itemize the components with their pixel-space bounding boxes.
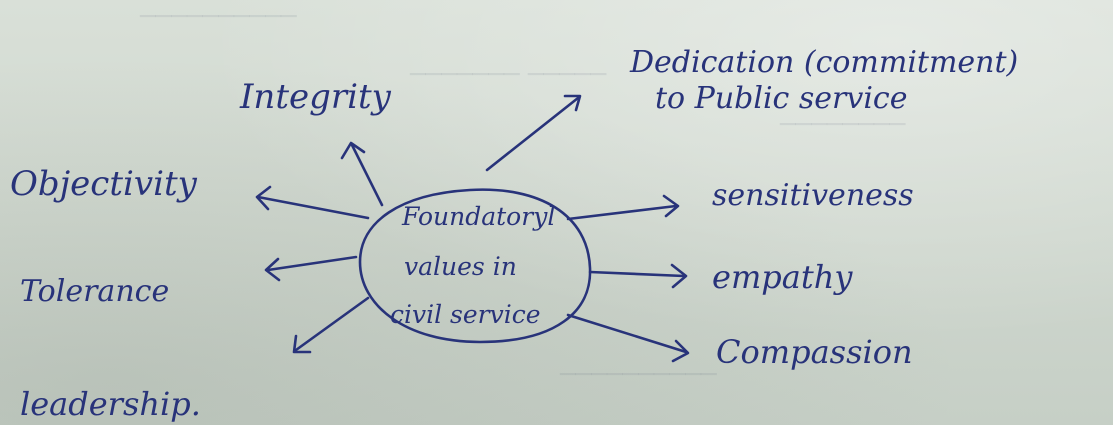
label-objectivity: Objectivity	[10, 164, 198, 204]
arrow-integrity	[340, 141, 384, 207]
arrow-dedication	[485, 94, 582, 172]
arrow-sensitiveness	[566, 194, 680, 221]
label-leadership: leadership.	[20, 385, 201, 423]
label-empathy: empathy	[712, 258, 853, 296]
label-tolerance: Tolerance	[20, 274, 169, 309]
label-dedication-line2: to Public service	[655, 81, 907, 116]
center-ellipse	[358, 188, 592, 344]
arrow-empathy	[588, 263, 688, 289]
arrow-compassion	[566, 313, 690, 363]
arrow-leadership	[292, 296, 370, 354]
center-label-line3: civil service	[390, 300, 541, 329]
arrow-tolerance	[264, 255, 358, 282]
center-label-line2: values in	[404, 252, 517, 281]
label-integrity: Integrity	[239, 77, 392, 117]
label-dedication-line1: Dedication (commitment)	[629, 45, 1018, 80]
center-label-line1: Foundatoryl	[401, 202, 555, 231]
label-sensitiveness: sensitiveness	[712, 178, 914, 213]
label-compassion: Compassion	[716, 333, 913, 371]
arrow-objectivity	[255, 185, 370, 220]
